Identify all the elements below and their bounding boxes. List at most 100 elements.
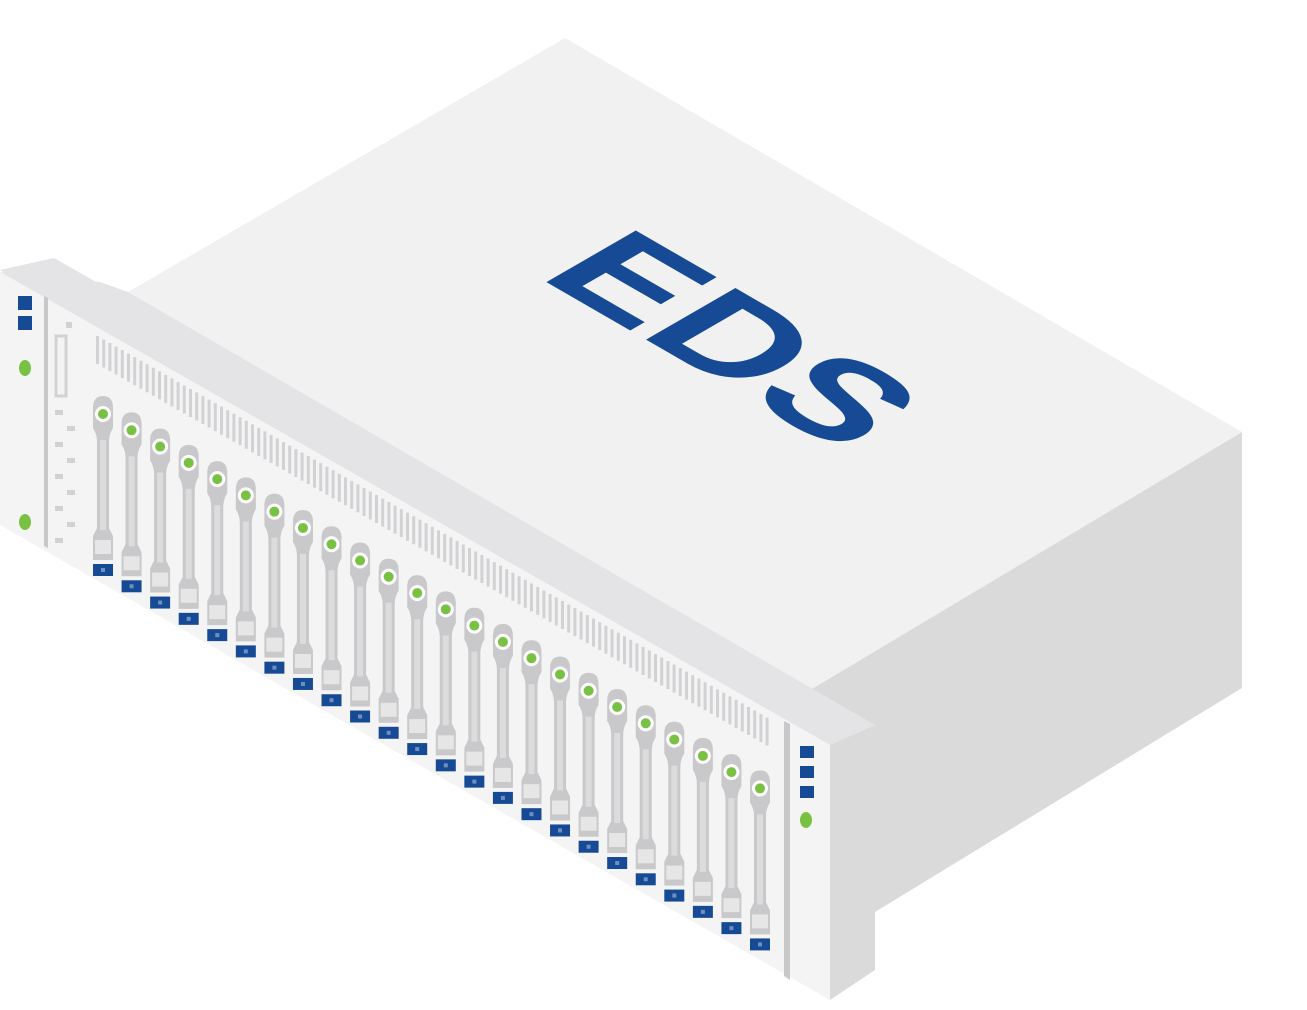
vent-slot: [170, 378, 174, 407]
drive-tab-indicator: [358, 714, 363, 719]
vent-slot: [269, 434, 273, 463]
drive-caddy-handle: [242, 521, 249, 612]
chassis-top-face: [128, 38, 1242, 690]
drive-caddy-handle: [100, 440, 106, 530]
vent-slot: [647, 650, 651, 679]
drive-bay: [207, 461, 228, 642]
vent-slot: [678, 668, 682, 697]
drive-latch: [609, 833, 626, 848]
drive-caddy-handle: [357, 586, 364, 677]
vent-slot: [158, 371, 161, 400]
vent-slot: [747, 706, 750, 735]
drive-caddy-handle: [585, 716, 592, 807]
vent-slot: [114, 346, 118, 375]
vent-slot: [610, 629, 614, 658]
drive-status-led: [383, 571, 394, 582]
vent-slot: [523, 579, 527, 608]
drive-status-led: [297, 522, 308, 533]
drive-status-led: [155, 441, 166, 452]
drive-tab-indicator: [215, 633, 220, 638]
bezel-right-ear-edge: [784, 721, 790, 980]
panel-slot: [67, 490, 75, 495]
front-vent-grille: [96, 336, 769, 746]
vent-slot: [517, 576, 521, 605]
vent-slot: [133, 357, 137, 386]
vent-slot: [319, 463, 323, 492]
drive-status-led: [612, 702, 623, 713]
drive-caddy-handle: [185, 488, 192, 579]
vent-slot: [213, 403, 217, 432]
vent-slot: [368, 491, 372, 520]
panel-slot: [55, 538, 63, 543]
drive-caddy-handle: [614, 733, 621, 824]
drive-tab-indicator: [558, 828, 563, 833]
vent-slot: [765, 717, 769, 746]
drive-bay: [264, 493, 285, 674]
drive-caddy-handle: [728, 798, 735, 889]
drive-latch: [323, 670, 340, 685]
vent-slot: [412, 516, 416, 545]
drive-caddy-handle: [671, 765, 678, 856]
drive-status-led: [497, 636, 508, 647]
vent-slot: [96, 336, 99, 364]
vent-slot: [480, 555, 484, 584]
vent-slot: [753, 710, 757, 739]
right-ear-controls: [800, 746, 814, 828]
drive-caddy-handle: [499, 667, 506, 758]
vent-slot: [716, 689, 719, 718]
bezel-top-lip: [0, 258, 875, 745]
vent-slot: [740, 703, 744, 732]
panel-slot: [55, 410, 63, 415]
drive-status-led: [555, 669, 566, 680]
drive-tab-indicator: [700, 909, 705, 914]
vent-slot: [344, 477, 347, 506]
panel-slot: [67, 522, 75, 527]
vent-slot: [331, 470, 335, 499]
vent-slot: [437, 530, 440, 559]
drive-bay: [121, 412, 142, 593]
vent-slot: [486, 558, 490, 587]
drive-latch: [123, 556, 140, 571]
drive-bay: [321, 526, 342, 707]
drive-status-led: [640, 718, 651, 729]
drive-bay: [635, 705, 656, 886]
vent-slot: [722, 692, 726, 721]
vent-slot: [356, 484, 360, 513]
drive-bay: [550, 656, 571, 837]
drive-status-led: [126, 425, 137, 436]
vent-slot: [567, 604, 571, 633]
left-ear-controls: [18, 296, 32, 530]
vent-slot: [554, 597, 558, 626]
vent-slot: [238, 417, 242, 446]
vent-slot: [102, 339, 106, 368]
vent-slot: [641, 646, 645, 675]
drive-bay: [721, 754, 742, 935]
drive-latch: [409, 719, 426, 734]
bezel-left-ear-edge: [44, 296, 48, 548]
vent-slot: [263, 431, 267, 460]
vent-slot: [257, 427, 261, 456]
drive-caddy-handle: [128, 456, 135, 547]
vent-slot: [220, 406, 223, 435]
drive-bay: [435, 591, 456, 772]
vent-slot: [598, 622, 602, 651]
vent-slot: [474, 551, 478, 580]
drive-status-led: [326, 539, 337, 550]
drive-caddy-handle: [528, 684, 535, 775]
panel-slot: [55, 474, 63, 479]
vent-slot: [176, 381, 180, 410]
drive-tab-indicator: [243, 649, 248, 654]
vent-slot: [623, 636, 626, 665]
vent-slot: [666, 661, 670, 690]
drive-tab-indicator: [415, 747, 420, 752]
vent-slot: [585, 615, 589, 644]
drive-caddy-handle: [414, 619, 421, 710]
drive-latch: [152, 572, 169, 587]
vent-slot: [325, 466, 329, 495]
drive-latch: [352, 686, 369, 701]
panel-slot: [55, 442, 63, 447]
vent-slot: [350, 480, 354, 509]
drive-status-led: [755, 783, 765, 794]
power-led: [19, 360, 31, 376]
vent-slot: [579, 611, 583, 640]
